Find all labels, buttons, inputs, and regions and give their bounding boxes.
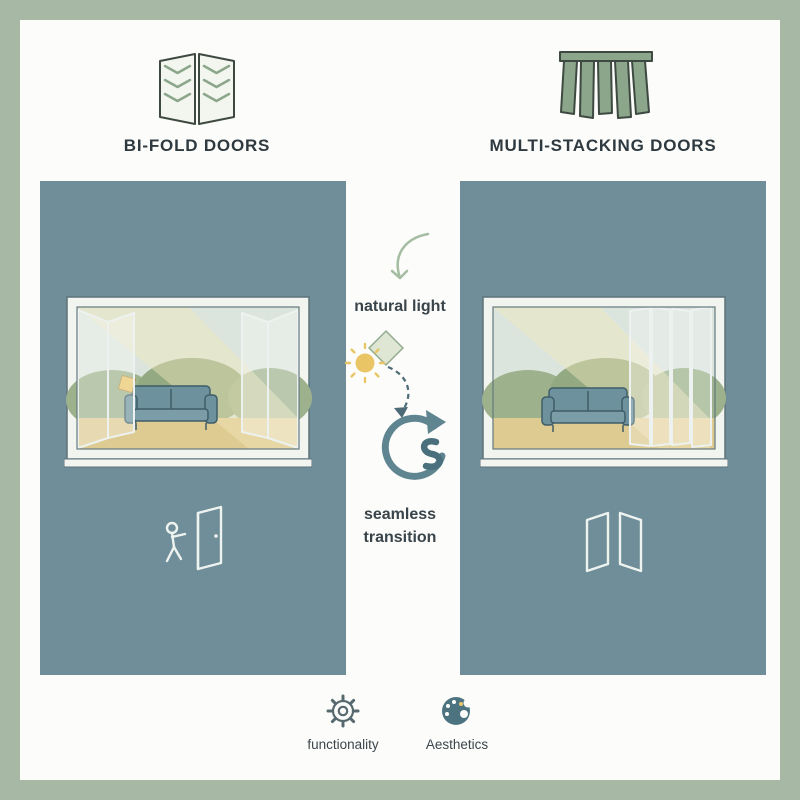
sunbeam bbox=[77, 307, 299, 449]
stacking-window-illustration bbox=[480, 296, 728, 468]
left-column-title: BI-FOLD DOORS bbox=[123, 136, 271, 155]
stacked-sliding-panels bbox=[629, 306, 712, 448]
transition-line: transition bbox=[363, 529, 437, 546]
bifold-window-illustration bbox=[64, 296, 312, 468]
seamless-line: seamless bbox=[363, 506, 437, 523]
diamond-shape bbox=[367, 329, 405, 367]
gear-icon bbox=[326, 694, 360, 728]
left-panel bbox=[40, 181, 346, 675]
sofa-illustration bbox=[541, 387, 635, 432]
sunbeam bbox=[493, 307, 710, 449]
bi-fold-doors-icon bbox=[159, 53, 235, 125]
person-opening-door-icon bbox=[165, 505, 223, 571]
aesthetics-label: Aesthetics bbox=[425, 737, 489, 752]
right-column-title: MULTI-STACKING DOORS bbox=[489, 136, 717, 155]
outdoor-scene bbox=[66, 307, 312, 449]
natural-light-label: natural light bbox=[354, 298, 446, 315]
sofa-illustration bbox=[117, 374, 218, 430]
palette-icon bbox=[442, 697, 473, 725]
dashed-arrow-icon bbox=[387, 365, 410, 418]
double-panels-icon bbox=[585, 511, 643, 573]
curved-arrow-icon bbox=[390, 232, 430, 280]
right-panel bbox=[460, 181, 766, 675]
cycle-transition-icon bbox=[381, 410, 446, 480]
seamless-transition-label: seamless transition bbox=[315, 503, 485, 549]
functionality-label: functionality bbox=[307, 737, 379, 752]
sun-icon bbox=[344, 329, 405, 384]
multi-stacking-doors-icon bbox=[559, 51, 653, 119]
open-bifold-panels bbox=[77, 309, 299, 449]
